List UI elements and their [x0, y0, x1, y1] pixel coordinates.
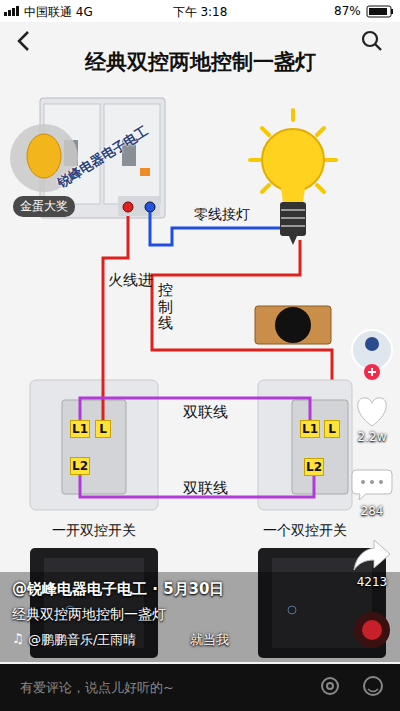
switch-mechanism [62, 400, 126, 494]
music-note: ♫ [12, 631, 24, 646]
share-icon [354, 540, 390, 570]
comment-bar [0, 664, 400, 711]
wire-label: 双联线 [183, 479, 228, 498]
bulb-neck [280, 182, 306, 202]
decor [16, 6, 19, 16]
terminal: L2 [304, 458, 324, 476]
decor [281, 209, 305, 211]
terminal-block [118, 196, 160, 216]
decor [262, 185, 269, 192]
wire-label: 零线接灯 [194, 206, 250, 224]
search-handle [375, 44, 381, 50]
black-knob [275, 307, 311, 343]
decor [291, 110, 295, 120]
follow-button [364, 364, 380, 380]
follow-plus [368, 368, 376, 376]
decor [281, 225, 305, 227]
bulb-thread [281, 210, 305, 226]
decor [281, 217, 305, 219]
decor [368, 689, 378, 692]
wire-label: 火线进 [108, 272, 123, 289]
status-bar [0, 0, 400, 22]
switch-plate: 一个双控开关L1LL2 [258, 380, 352, 510]
comment-hint: 有爱评论，说点儿好听的~ [20, 679, 174, 697]
comment-count: 284 [361, 504, 384, 518]
golden-egg [27, 134, 61, 178]
neutral-terminal [145, 202, 155, 212]
test-button [140, 168, 150, 176]
wire-label: 控制线 [158, 282, 173, 332]
terminal-label: L2 [306, 460, 322, 474]
battery-icon [367, 6, 391, 17]
bulb-glass [262, 129, 324, 191]
disc-label [362, 620, 382, 640]
decor [379, 480, 383, 484]
like-count: 2.2w [358, 430, 387, 444]
comment-icon [352, 470, 392, 500]
battery-tip [391, 9, 393, 14]
wire [80, 475, 314, 497]
decor [326, 158, 336, 162]
carrier: 中国联通 4G [24, 4, 93, 21]
share-count: 4213 [357, 575, 388, 589]
battery-percent: 87% [334, 4, 361, 18]
switch-plate: 一开双控开关L1LL2 [30, 380, 158, 510]
terminal-label: L1 [302, 422, 318, 436]
watermark: 锐峰电器电子电工 [54, 122, 152, 192]
back-icon [19, 32, 28, 50]
search-icon [363, 32, 377, 46]
emoji-icon [364, 677, 382, 695]
music-title: 就当我 [190, 631, 229, 649]
decor [317, 128, 324, 135]
terminal: L2 [70, 457, 90, 475]
decor [250, 158, 260, 162]
switch-caption: 一开双控开关 [52, 522, 136, 540]
like-icon [358, 398, 387, 426]
clock: 下午 3:18 [173, 4, 228, 21]
terminal-label: L [328, 422, 336, 436]
wire-label: 双联线 [183, 403, 228, 422]
author: @锐峰电器电子电工 · 5月30日 [12, 580, 224, 599]
at-icon [322, 678, 338, 694]
terminal: L [95, 420, 111, 438]
badge-label: 金蛋大奖 [13, 196, 75, 217]
decor [361, 480, 365, 484]
battery-level [369, 8, 387, 15]
terminal: L1 [300, 420, 320, 438]
bulb-base [280, 202, 306, 236]
wood-block [255, 306, 331, 344]
music-disc [354, 612, 390, 648]
decor [12, 8, 15, 16]
page-title: 经典双控两地控制一盏灯 [0, 48, 400, 76]
terminal-label: L [99, 422, 107, 436]
decor [327, 683, 333, 689]
music-title: @鹏鹏音乐/王雨晴 [28, 631, 136, 649]
decor [8, 10, 11, 16]
live-terminal [123, 202, 133, 212]
video-caption: 经典双控两地控制一盏灯 [12, 606, 166, 624]
wire [103, 216, 128, 420]
bulb-tip [289, 236, 297, 245]
caption-shade [0, 572, 400, 662]
terminal-label: L2 [72, 459, 88, 473]
decor [370, 480, 374, 484]
switch-mechanism [292, 400, 348, 494]
decor [4, 12, 7, 16]
decor [317, 185, 324, 192]
decor [262, 128, 269, 135]
avatar-figure [365, 337, 379, 351]
terminal: L1 [70, 420, 90, 438]
terminal-label: L1 [72, 422, 88, 436]
signal-bars [4, 6, 19, 16]
terminal: L [324, 420, 340, 438]
bulb-rays [250, 110, 336, 192]
switch-caption: 一个双控开关 [263, 522, 347, 540]
